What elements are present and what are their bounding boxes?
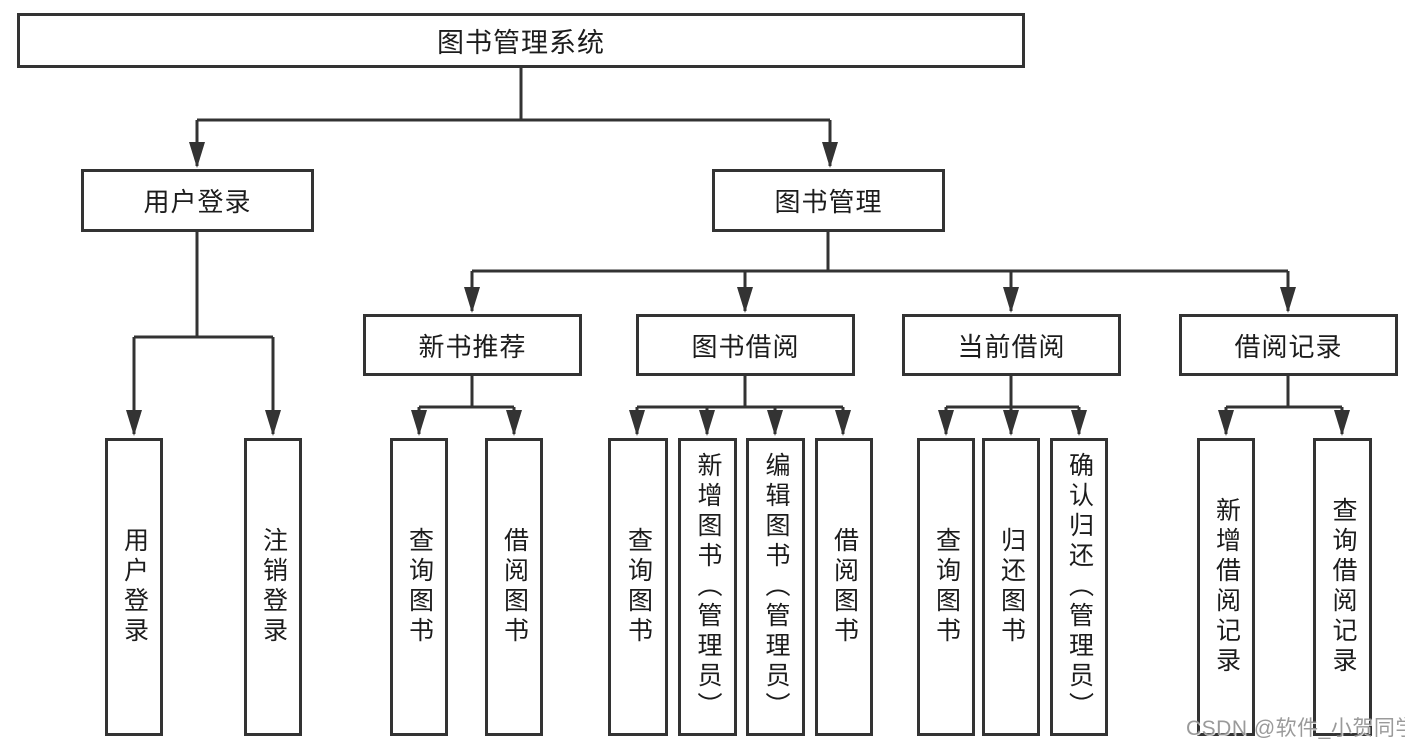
leaf-logout: 注销登录 <box>244 438 302 736</box>
leaf-user-login: 用户登录 <box>105 438 163 736</box>
leaf-query-borrow-record: 查询借阅记录 <box>1313 438 1372 736</box>
leaf-add-borrow-record: 新增借阅记录 <box>1197 438 1255 736</box>
leaf-confirm-return-admin: 确认归还（管理员） <box>1050 438 1108 736</box>
leaf-borrow-book: 借阅图书 <box>815 438 873 736</box>
leaf-add-book-admin: 新增图书（管理员） <box>678 438 737 736</box>
leaf-query-book-recommend: 查询图书 <box>390 438 448 736</box>
node-book-management: 图书管理 <box>712 169 945 232</box>
leaf-query-book-current: 查询图书 <box>917 438 975 736</box>
node-borrow-records: 借阅记录 <box>1179 314 1398 376</box>
csdn-watermark: CSDN @软件_小贺同学 <box>1186 717 1405 740</box>
node-new-book-recommend: 新书推荐 <box>363 314 582 376</box>
node-book-borrow: 图书借阅 <box>636 314 855 376</box>
node-user-login: 用户登录 <box>81 169 314 232</box>
leaf-edit-book-admin: 编辑图书（管理员） <box>746 438 805 736</box>
leaf-query-book-borrow: 查询图书 <box>608 438 668 736</box>
leaf-return-book: 归还图书 <box>982 438 1040 736</box>
leaf-borrow-book-recommend: 借阅图书 <box>485 438 543 736</box>
node-library-management-system: 图书管理系统 <box>17 13 1025 68</box>
node-current-borrow: 当前借阅 <box>902 314 1121 376</box>
